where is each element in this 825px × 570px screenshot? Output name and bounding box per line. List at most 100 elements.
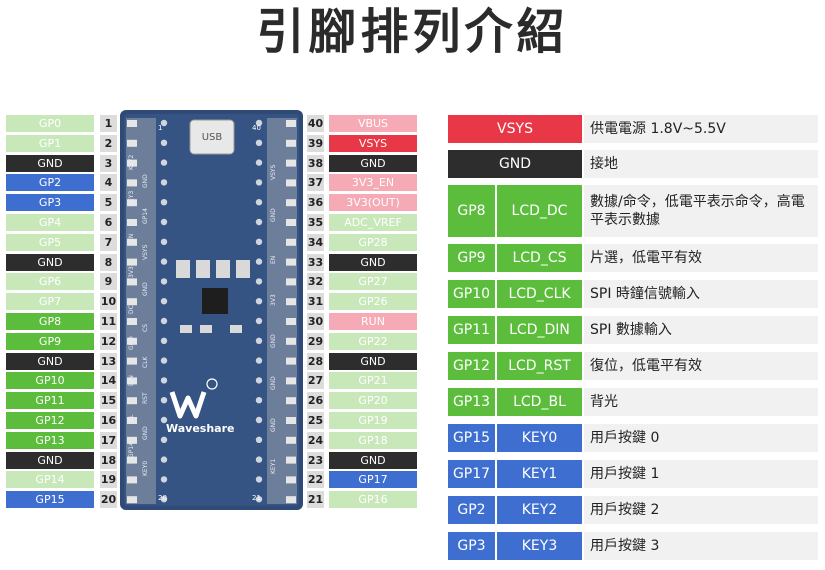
header-pin-pad	[127, 298, 137, 306]
header-pin-pad	[286, 159, 296, 167]
right-pin-number: 22	[307, 471, 324, 489]
table-function-cell: KEY0	[497, 424, 582, 452]
header-via	[255, 496, 263, 503]
table-function-cell: LCD_DC	[497, 185, 582, 237]
table-pin-cell: GP8	[448, 185, 495, 237]
header-pin-pad	[286, 377, 296, 385]
left-silk-label: 3V3	[128, 266, 135, 278]
header-pin-pad	[127, 199, 137, 207]
header-pin-pad	[286, 337, 296, 345]
header-via	[160, 218, 168, 226]
table-description-cell: 用戶按鍵 3	[584, 532, 818, 560]
right-silk-label: VSYS	[270, 164, 277, 180]
table-pin-cell: VSYS	[448, 115, 582, 143]
header-pin-pad	[127, 337, 137, 345]
table-function-cell: LCD_DIN	[497, 316, 582, 344]
right-pin-label: GP22	[329, 332, 417, 350]
table-pin-cell: GP13	[448, 388, 495, 416]
left-pin-label: GP8	[6, 313, 94, 330]
left-pin-number: 16	[100, 412, 117, 429]
waveshare-logo-text: Waveshare	[166, 422, 235, 435]
left-pin-label: GND	[6, 451, 94, 469]
header-pin-pad	[286, 436, 296, 444]
right-pin-number: 39	[307, 134, 324, 152]
left-pin-number: 12	[100, 332, 117, 350]
header-via	[255, 199, 263, 206]
left-pin-number: 5	[100, 194, 117, 212]
right-pin-number: 38	[307, 154, 324, 172]
right-pin-number: 34	[307, 233, 324, 251]
left-pin-number: 4	[100, 174, 117, 192]
right-pin-number: 31	[307, 293, 324, 311]
table-pin-cell: GP17	[448, 460, 495, 488]
left-silk-label: GND	[142, 426, 149, 440]
header-pin-pad	[286, 456, 296, 464]
right-pin-label: GP28	[329, 233, 417, 251]
right-pin-label: GP17	[329, 471, 417, 489]
header-pin-pad	[286, 397, 296, 405]
table-function-cell: LCD_BL	[497, 388, 582, 416]
table-pin-cell: GND	[448, 150, 582, 178]
header-pin-pad	[286, 278, 296, 286]
right-silk-label: GND	[270, 208, 277, 222]
left-pin-label: GP10	[6, 372, 94, 390]
page-title: 引腳排列介紹	[256, 4, 569, 60]
right-silk-label: GND	[270, 334, 277, 348]
header-via	[255, 119, 263, 127]
right-pin-label: GP21	[329, 372, 417, 390]
table-description-cell: 數據/命令，低電平表示命令，高電平表示數據	[584, 185, 818, 237]
table-function-cell: KEY3	[497, 532, 582, 560]
right-silk-label: GND	[270, 418, 277, 432]
header-pin-pad	[286, 357, 296, 365]
left-silk-label: GP14	[128, 442, 135, 458]
left-pin-number: 9	[100, 273, 117, 291]
header-via	[160, 199, 168, 206]
left-pin-label: GP13	[6, 431, 94, 449]
table-pin-cell: GP3	[448, 532, 495, 560]
header-pin-pad	[127, 278, 137, 286]
table-description-cell: 片選，低電平有效	[584, 244, 818, 272]
left-silk-label: KEY2	[128, 154, 135, 170]
right-pin-label: GND	[329, 154, 417, 172]
header-pin-pad	[286, 258, 296, 266]
header-via	[160, 238, 168, 245]
right-pin-label: 3V3_EN	[329, 174, 417, 192]
left-pin-number: 20	[100, 491, 117, 509]
header-via	[255, 377, 263, 384]
usb-label: USB	[201, 132, 223, 143]
right-pin-label: VBUS	[329, 115, 417, 132]
header-via	[255, 218, 263, 226]
left-pin-number: 6	[100, 214, 117, 231]
header-via	[160, 337, 168, 344]
right-pin-number: 33	[307, 253, 324, 271]
header-pin-pad	[127, 258, 137, 266]
table-description-cell: 用戶按鍵 0	[584, 424, 818, 452]
left-pin-label: GP1	[6, 134, 94, 152]
header-via	[160, 317, 168, 325]
right-pin-number: 23	[307, 451, 324, 469]
header-pin-pad	[127, 456, 137, 464]
left-silk-label: KEY0	[142, 460, 149, 476]
header-pin-pad	[286, 496, 296, 504]
